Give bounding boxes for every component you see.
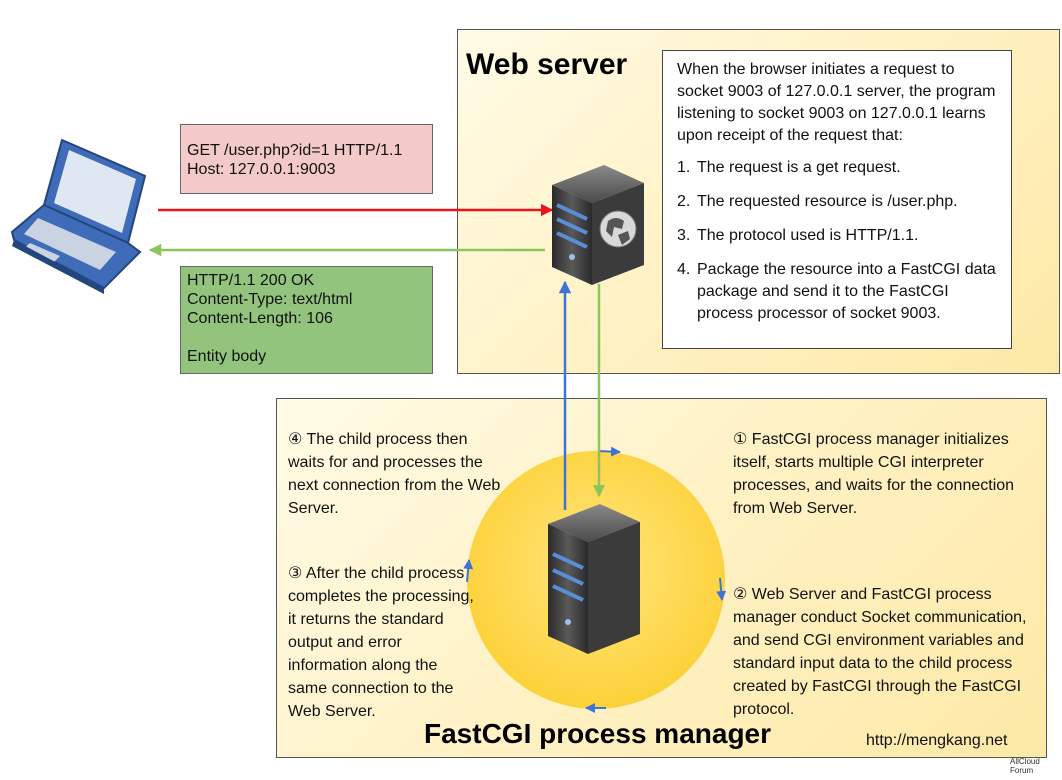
cycle-arrow-left [463,559,474,583]
web-server-note: When the browser initiates a request to … [662,50,1012,349]
web-server-step: 1.The request is a get request. [677,159,901,176]
laptop-icon [10,138,147,294]
response-status: HTTP/1.1 200 OK [187,272,315,289]
response-entity-body: Entity body [187,348,267,365]
request-line: GET /user.php?id=1 HTTP/1.1 [187,142,403,159]
response-content-length: Content-Length: 106 [187,310,333,327]
fastcgi-step-3: ③ After the child process completes the … [288,565,474,720]
web-server-icon [552,165,644,285]
http-request-box: GET /user.php?id=1 HTTP/1.1 Host: 127.0.… [180,124,433,194]
http-response-box: HTTP/1.1 200 OK Content-Type: text/html … [180,266,433,374]
watermark: AllCloud Forum [1010,757,1040,775]
web-server-title: Web server [466,48,628,81]
fastcgi-step-1: ① FastCGI process manager initializes it… [733,431,1015,517]
web-server-steps: 1.The request is a get request. 2.The re… [677,157,1001,325]
fastcgi-title: FastCGI process manager [424,718,772,749]
fastcgi-step-2: ② Web Server and FastCGI process manager… [733,586,1027,718]
web-server-step: 2.The requested resource is /user.php. [677,193,958,210]
site-url: http://mengkang.net [866,732,1008,749]
request-host: Host: 127.0.0.1:9003 [187,161,336,178]
web-server-step: 4.Package the resource into a FastCGI da… [677,261,996,322]
web-server-note-intro: When the browser initiates a request to … [677,61,996,144]
response-content-type: Content-Type: text/html [187,291,353,308]
cycle-arrow-top [597,446,621,457]
cycle-arrow-right [716,577,727,601]
web-server-step: 3.The protocol used is HTTP/1.1. [677,227,919,244]
fastcgi-server-icon [548,504,640,654]
fastcgi-step-4: ④ The child process then waits for and p… [288,431,501,517]
